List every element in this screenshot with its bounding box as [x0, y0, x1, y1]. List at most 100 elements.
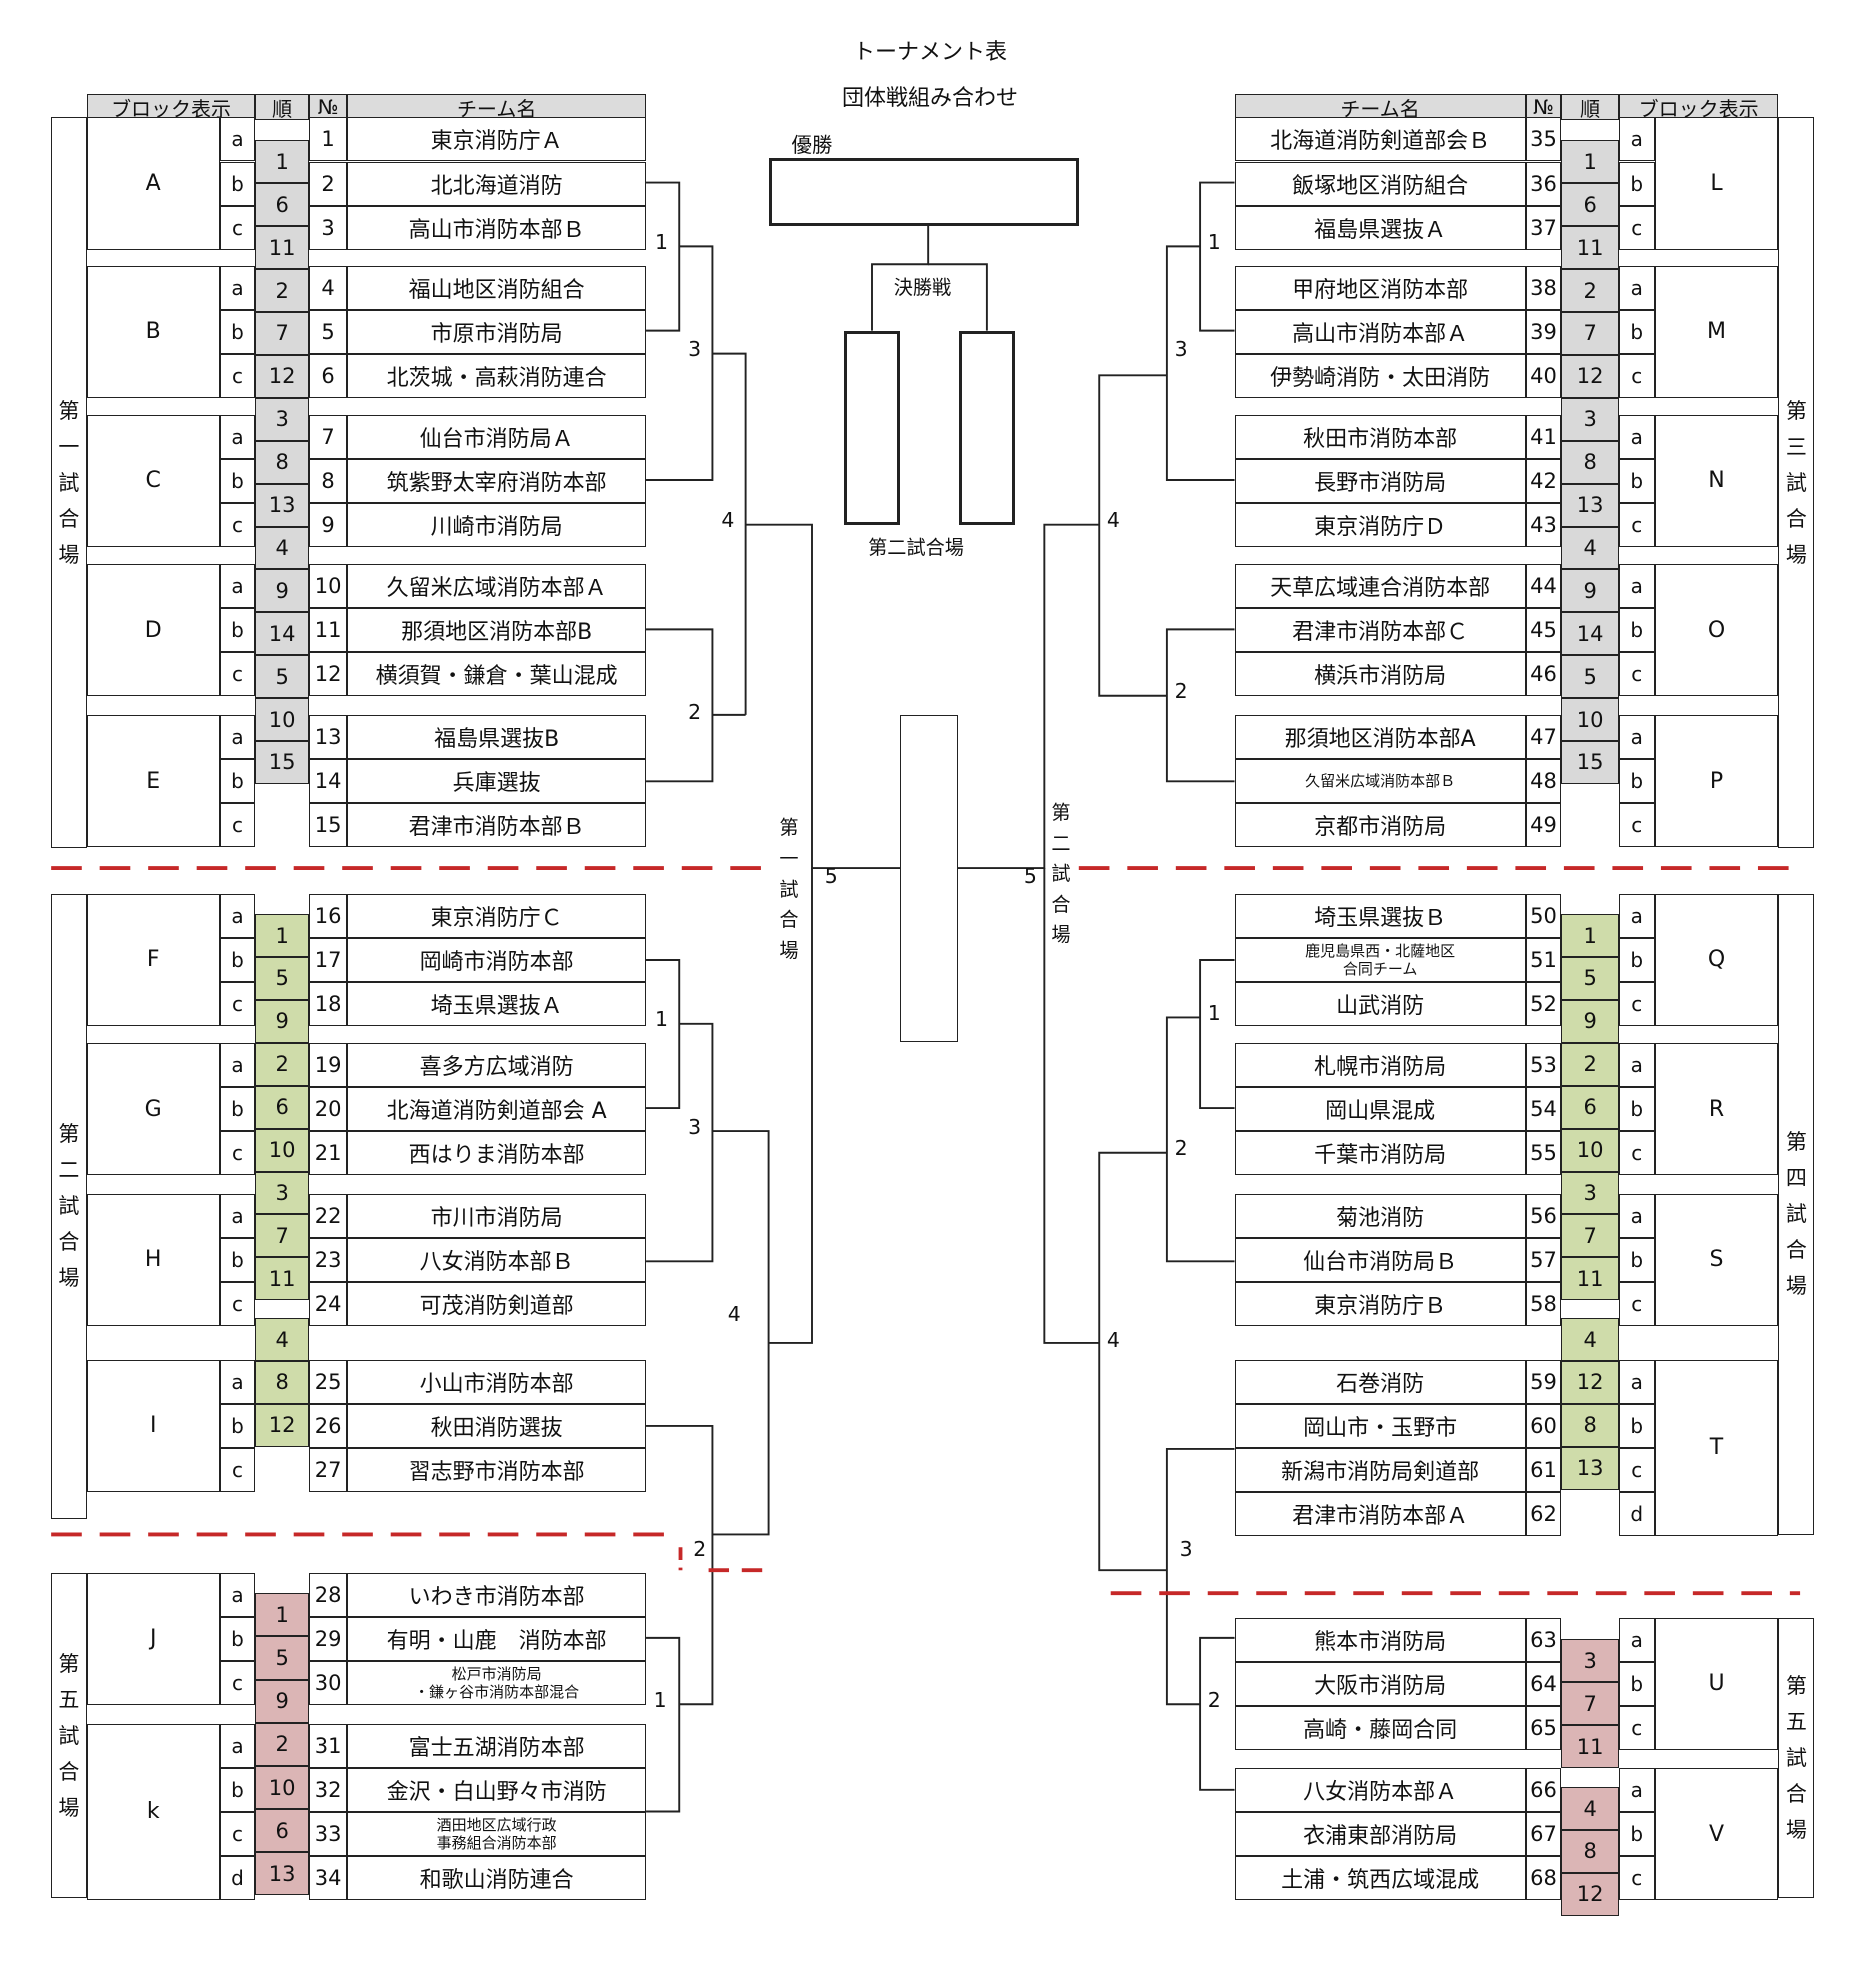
block-slot: c: [1618, 1281, 1655, 1326]
block-slot: c: [1618, 205, 1655, 250]
team-name: 長野市消防局: [1234, 458, 1526, 503]
team-name: 札幌市消防局: [1234, 1043, 1526, 1088]
team-number: 6: [308, 353, 348, 398]
order-cell: 6: [1561, 183, 1619, 227]
block-slot: a: [219, 564, 256, 609]
header-order: 順: [1561, 94, 1619, 121]
bracket-line: [712, 1130, 770, 1536]
team-number: 37: [1525, 205, 1562, 250]
block-label: O: [1654, 564, 1779, 697]
round-label: 5: [824, 864, 838, 889]
block-slot: c: [1618, 652, 1655, 697]
block-slot: c: [1618, 1447, 1655, 1492]
bracket-line: [1199, 1636, 1235, 1791]
block-label: G: [86, 1043, 220, 1176]
block-slot: c: [219, 1661, 256, 1706]
header-no: №: [308, 94, 348, 120]
team-name: 那須地区消防本部A: [1234, 714, 1526, 759]
block-slot: a: [1618, 414, 1655, 459]
team-name: 可茂消防剣道部: [347, 1281, 647, 1326]
team-number: 9: [308, 503, 348, 548]
block-slot: c: [1618, 803, 1655, 848]
team-name: 北北海道消防: [347, 161, 647, 206]
block-slot: b: [219, 1237, 256, 1282]
bracket-line: [679, 1534, 714, 1706]
team-name: 東京消防庁Ａ: [347, 117, 647, 162]
order-cell: 8: [1561, 440, 1619, 484]
team-number: 52: [1525, 981, 1562, 1026]
team-name: 菊池消防: [1234, 1193, 1526, 1238]
team-number: 58: [1525, 1281, 1562, 1326]
team-number: 55: [1525, 1131, 1562, 1176]
order-cell: 11: [1561, 226, 1619, 270]
block-label: k: [86, 1723, 220, 1900]
order-cell: 2: [1561, 1042, 1619, 1086]
block-slot: a: [1618, 265, 1655, 310]
team-number: 49: [1525, 803, 1562, 848]
order-cell: 14: [255, 612, 309, 656]
block-slot: b: [219, 161, 256, 206]
team-name: 高山市消防本部Ａ: [1234, 309, 1526, 354]
order-cell: 5: [255, 1636, 309, 1680]
team-number: 51: [1525, 937, 1562, 982]
team-number: 66: [1525, 1768, 1562, 1813]
team-number: 22: [308, 1193, 348, 1238]
order-cell: 11: [1561, 1725, 1619, 1768]
team-number: 10: [308, 564, 348, 609]
team-number: 11: [308, 608, 348, 653]
team-number: 32: [308, 1767, 348, 1812]
team-number: 56: [1525, 1193, 1562, 1238]
header-team: チーム名: [1234, 94, 1526, 121]
team-name: 福島県選抜B: [347, 714, 647, 759]
order-cell: 5: [1561, 957, 1619, 1000]
bracket-line: [1165, 628, 1235, 783]
team-name: 石巻消防: [1234, 1359, 1526, 1404]
order-cell: 3: [1561, 1639, 1619, 1683]
team-name: 八女消防本部Ａ: [1234, 1768, 1526, 1813]
team-number: 61: [1525, 1447, 1562, 1492]
block-slot: a: [1618, 564, 1655, 609]
venue-label: 第 五 試 合 場: [1778, 1617, 1815, 1899]
team-number: 4: [308, 265, 348, 310]
order-cell: 3: [255, 1171, 309, 1215]
team-name: 埼玉県選抜Ｂ: [1234, 893, 1526, 938]
team-number: 64: [1525, 1661, 1562, 1706]
block-label: Q: [1654, 893, 1779, 1026]
round-label: 1: [653, 1687, 667, 1712]
block-slot: b: [219, 937, 256, 982]
team-name: 仙台市消防局Ａ: [347, 414, 647, 459]
order-cell: 7: [1561, 1214, 1619, 1258]
block-slot: c: [219, 353, 256, 398]
team-number: 12: [308, 652, 348, 697]
order-cell: 3: [1561, 397, 1619, 441]
team-name: 秋田市消防本部: [1234, 414, 1526, 459]
order-cell: 9: [255, 569, 309, 613]
block-label: C: [86, 414, 220, 548]
order-cell: 2: [255, 1722, 309, 1766]
team-number: 8: [308, 458, 348, 503]
order-cell: 13: [255, 1852, 309, 1896]
order-cell: 13: [1561, 1446, 1619, 1490]
block-slot: a: [219, 893, 256, 938]
team-name: 市原市消防局: [347, 309, 647, 354]
team-name: 横浜市消防局: [1234, 652, 1526, 697]
header-no: №: [1525, 94, 1562, 120]
team-number: 21: [308, 1131, 348, 1176]
team-number: 17: [308, 937, 348, 982]
block-slot: c: [219, 1447, 256, 1492]
team-number: 15: [308, 803, 348, 848]
order-cell: 6: [255, 1085, 309, 1129]
block-label: R: [1654, 1043, 1779, 1176]
order-cell: 6: [1561, 1085, 1619, 1129]
round-label: 3: [1179, 1537, 1193, 1562]
order-cell: 12: [1561, 1872, 1619, 1916]
block-slot: a: [219, 1572, 256, 1617]
order-cell: 1: [1561, 914, 1619, 958]
venue-label: 第 三 試 合 場: [1778, 117, 1815, 848]
block-slot: b: [219, 759, 256, 804]
bracket-line: [1098, 1151, 1167, 1572]
round-label: 3: [1174, 337, 1188, 362]
team-name: 有明・山鹿 消防本部: [347, 1616, 647, 1661]
champion-box: [768, 158, 1079, 226]
team-number: 34: [308, 1855, 348, 1900]
